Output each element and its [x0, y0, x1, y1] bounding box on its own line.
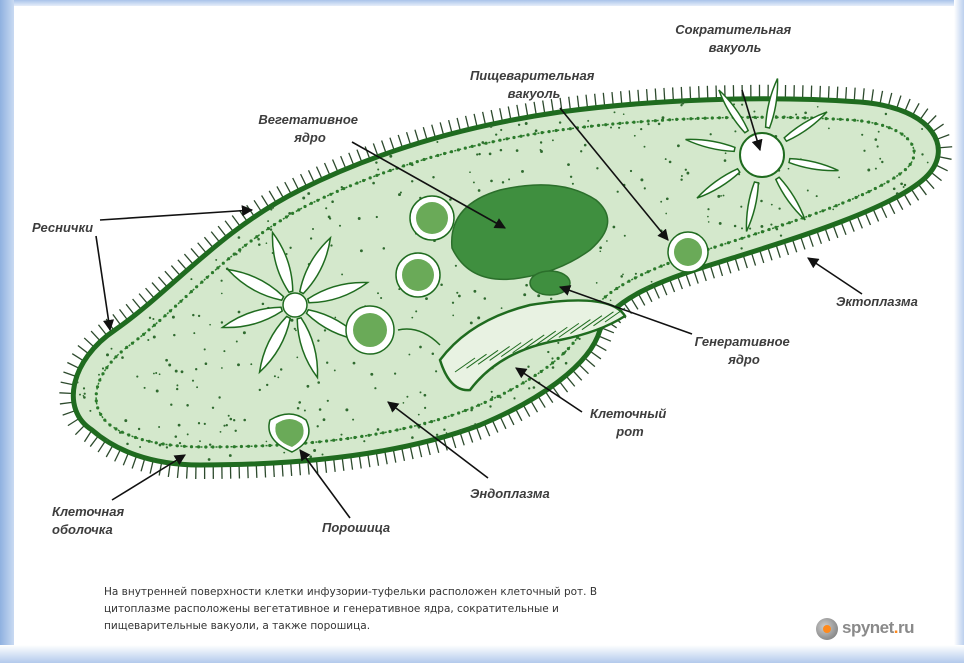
spynet-logo-icon	[816, 618, 838, 640]
spynet-logo-text: spynet.ru	[842, 618, 914, 638]
label-digestive-vacuole: Пищеварительная вакуоль	[470, 68, 598, 101]
label-endoplasm: Эндоплазма	[470, 486, 550, 501]
label-cell-membrane: Клеточная оболочка	[52, 504, 128, 537]
paramecium-diagram: Сократительная вакуоль Пищеварительная в…	[0, 0, 964, 575]
label-anal-pore: Порошица	[322, 520, 390, 535]
caption-text: На внутренней поверхности клетки инфузор…	[104, 584, 824, 635]
label-generative-nucleus: Генеративное ядро	[695, 334, 794, 367]
caption-line: пищеварительные вакуоли, а также порошиц…	[104, 618, 824, 635]
label-cell-mouth: Клеточный рот	[590, 406, 670, 439]
label-contractile-vacuole: Сократительная вакуоль	[675, 22, 795, 55]
label-ectoplasm: Эктоплазма	[836, 294, 918, 309]
label-cilia: Реснички	[32, 220, 93, 235]
caption-line: цитоплазме расположены вегетативное и ге…	[104, 601, 824, 618]
caption-line: На внутренней поверхности клетки инфузор…	[104, 584, 824, 601]
label-vegetative-nucleus: Вегетативное ядро	[258, 112, 361, 145]
spynet-watermark: spynet.ru	[816, 616, 956, 642]
frame-bottom-edge	[0, 645, 964, 663]
generative-nucleus	[530, 271, 570, 295]
